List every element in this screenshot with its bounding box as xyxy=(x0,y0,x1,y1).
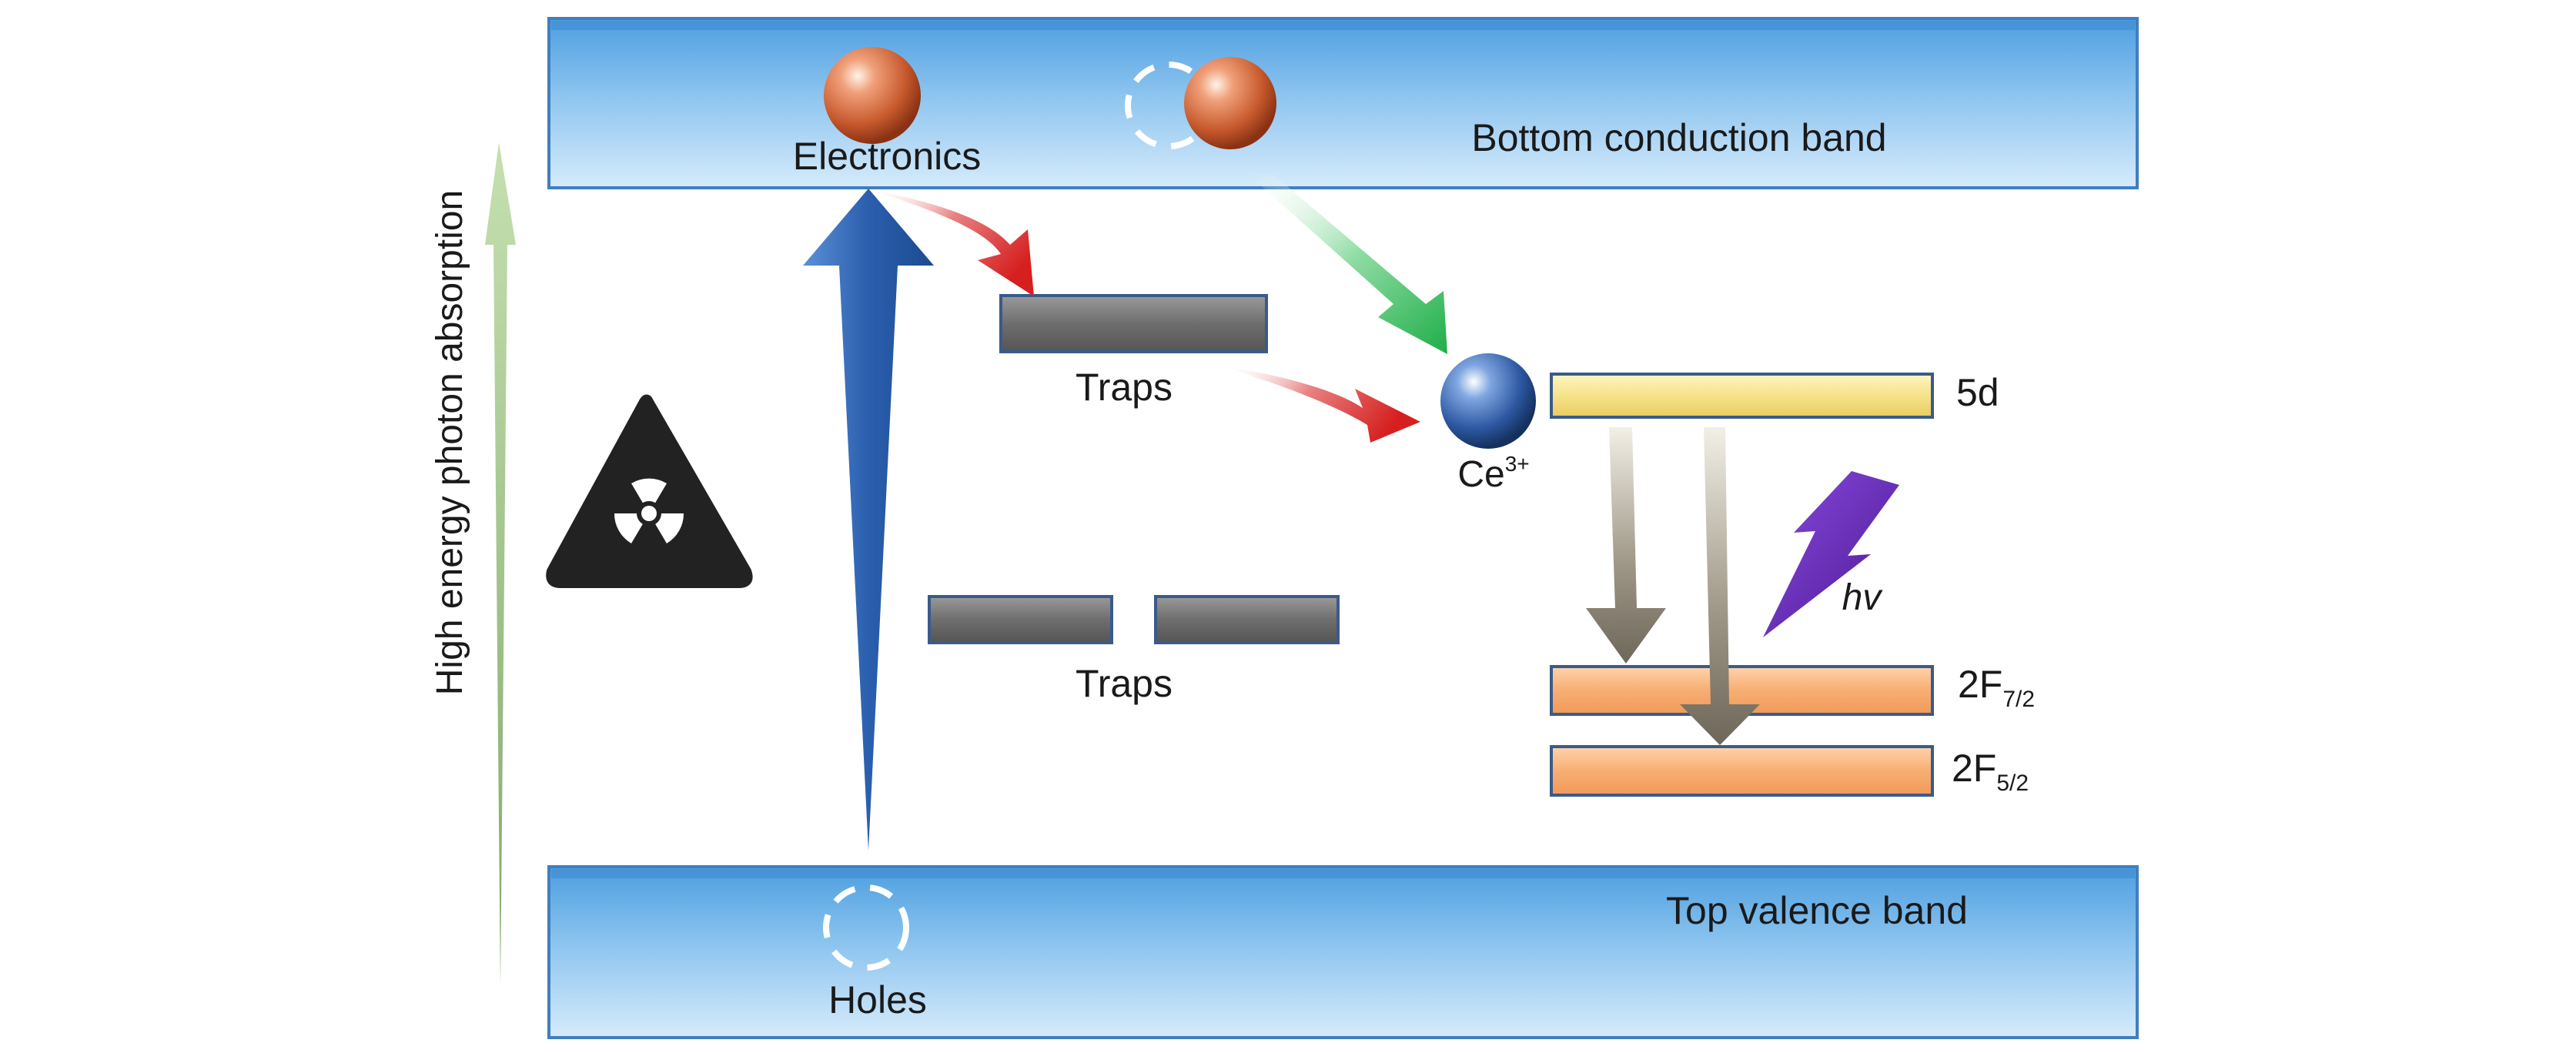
energy-axis-label: High energy photon absorption xyxy=(430,190,470,695)
electron-moving xyxy=(1184,57,1276,149)
cerium-label-base: Ce xyxy=(1457,454,1504,495)
electrons-label: Electronics xyxy=(793,135,982,178)
cerium-label: Ce3+ xyxy=(1457,452,1529,495)
emission-arrow-to-2f52 xyxy=(1680,427,1760,745)
emission-label: hv xyxy=(1842,577,1884,618)
trap-lower-right xyxy=(1154,595,1340,644)
hole xyxy=(823,884,909,971)
valence-band-label: Top valence band xyxy=(1666,889,1968,932)
direct-capture-arrow xyxy=(1247,173,1447,354)
conduction-band xyxy=(547,17,2139,189)
level-5d-label: 5d xyxy=(1956,371,1999,414)
trap-upper xyxy=(999,294,1268,353)
level-5d xyxy=(1550,373,1934,419)
level-2f72-label: 2F7/2 xyxy=(1958,663,2035,712)
level-2f52 xyxy=(1550,745,1934,797)
capture-arrow-to-trap xyxy=(866,189,1034,296)
lightning-bolt-icon xyxy=(1763,471,1899,637)
electron xyxy=(824,47,921,144)
cerium-ion xyxy=(1440,353,1536,449)
level-2f52-label: 2F5/2 xyxy=(1952,747,2029,796)
trap-lower-left xyxy=(928,595,1113,644)
trap-upper-label: Traps xyxy=(1076,366,1173,409)
trap-lower-label: Traps xyxy=(1076,662,1173,705)
excitation-arrow xyxy=(803,189,934,851)
release-arrow-to-ce xyxy=(1220,366,1420,443)
level-2f52-sub: 5/2 xyxy=(1996,771,2029,796)
cerium-label-sup: 3+ xyxy=(1505,452,1530,476)
radiation-hazard-icon xyxy=(546,394,753,588)
energy-axis-arrow xyxy=(485,142,516,985)
emission-arrow-to-2f72 xyxy=(1586,427,1666,664)
level-2f72-sub: 7/2 xyxy=(2002,687,2035,712)
level-2f72-base: 2F xyxy=(1958,663,2002,706)
conduction-band-label: Bottom conduction band xyxy=(1471,116,1886,159)
holes-label: Holes xyxy=(828,978,927,1021)
level-2f52-base: 2F xyxy=(1952,747,1996,790)
valence-band xyxy=(547,865,2139,1039)
